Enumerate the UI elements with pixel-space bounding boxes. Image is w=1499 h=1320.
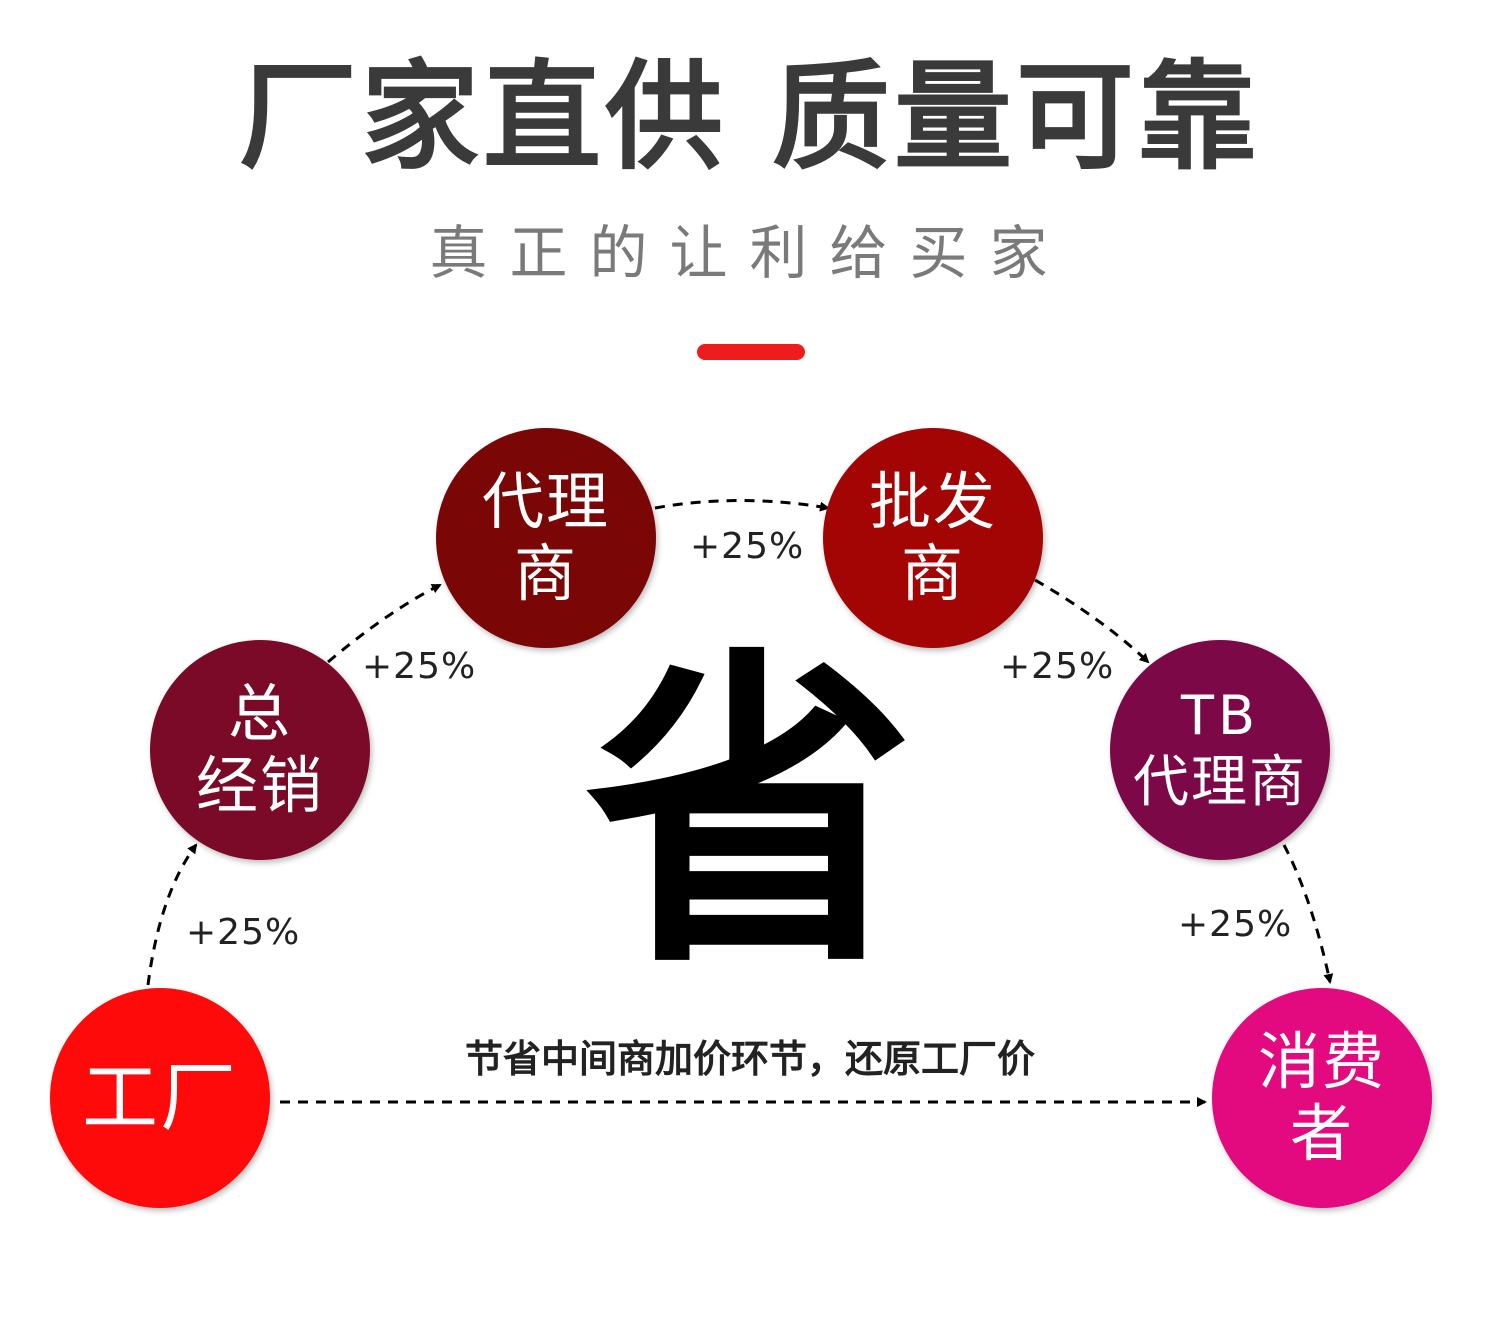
node-wholesaler-line-1: 批发: [868, 465, 997, 538]
node-consumer-line-1: 消费: [1257, 1025, 1386, 1098]
bottom-caption: 节省中间商加价环节，还原工厂价: [464, 1037, 1035, 1081]
node-factory: 工厂: [50, 988, 270, 1208]
center-save-character: 省: [585, 623, 915, 1007]
node-tb-agent-line-1: TB: [1180, 684, 1260, 747]
node-wholesaler: 批发 商: [823, 428, 1043, 648]
node-wholesaler-line-2: 商: [900, 537, 965, 610]
node-agent-line-2: 商: [513, 537, 578, 610]
node-consumer: 消费 者: [1212, 988, 1432, 1208]
node-factory-label: 工厂: [82, 1053, 238, 1142]
markup-label-wholesaler-to-tb: +25%: [1000, 646, 1115, 687]
node-agent-line-1: 代理: [481, 465, 610, 538]
markup-label-agent-to-wholesaler: +25%: [690, 526, 805, 567]
node-general-distributor-line-1: 总: [227, 677, 292, 750]
node-general-distributor: 总 经销: [150, 640, 370, 860]
markup-label-tb-to-consumer: +25%: [1178, 904, 1293, 945]
arrow-factory-to-general: [146, 843, 198, 986]
markup-label-factory-to-general: +25%: [186, 912, 301, 953]
page-title: 厂家直供 质量可靠: [238, 48, 1261, 186]
node-general-distributor-line-2: 经销: [195, 749, 324, 822]
node-consumer-line-2: 者: [1289, 1097, 1354, 1170]
page-subtitle: 真正的让利给买家: [429, 219, 1070, 287]
node-tb-agent-line-2: 代理商: [1133, 750, 1307, 815]
accent-divider: [697, 344, 805, 360]
node-tb-agent: TB 代理商: [1110, 640, 1330, 860]
node-agent: 代理 商: [436, 428, 656, 648]
arrow-agent-to-wholesaler: [654, 499, 830, 512]
arrow-tb-to-consumer: [1282, 844, 1334, 984]
markup-label-general-to-agent: +25%: [362, 646, 477, 687]
